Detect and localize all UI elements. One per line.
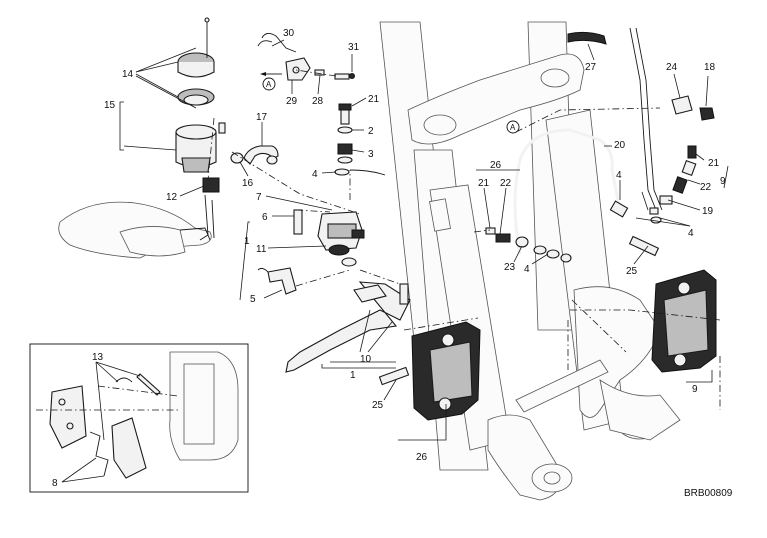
- label-26-bottom: 26: [416, 452, 428, 463]
- label-5: 5: [250, 294, 256, 305]
- label-1-bottom: 1: [350, 370, 356, 381]
- label-8: 8: [52, 478, 58, 489]
- label-15: 15: [104, 100, 116, 111]
- label-29: 29: [286, 96, 298, 107]
- label-25-left: 25: [372, 400, 384, 411]
- label-18: 18: [704, 62, 716, 73]
- label-2: 2: [368, 126, 374, 137]
- label-16: 16: [242, 178, 254, 189]
- label-4-fork: 4: [524, 264, 530, 275]
- label-27: 27: [585, 62, 597, 73]
- label-22-mid: 22: [500, 178, 512, 189]
- right-hose-fittings: [629, 27, 715, 224]
- label-25-right: 25: [626, 266, 638, 277]
- label-20: 20: [614, 140, 626, 151]
- leader-lines: [61, 39, 729, 483]
- heat-shrink-tube: [567, 31, 607, 45]
- label-31: 31: [348, 42, 360, 53]
- brake-pad-inset: [29, 343, 249, 493]
- label-23: 23: [504, 262, 516, 273]
- label-1-left: 1: [244, 236, 250, 247]
- label-26-top: 26: [490, 160, 502, 171]
- front-fork-ghost: [379, 21, 681, 501]
- label-4-mc: 4: [312, 169, 318, 180]
- label-12: 12: [166, 192, 178, 203]
- label-17: 17: [256, 112, 268, 123]
- label-6: 6: [262, 212, 268, 223]
- label-21-top: 21: [368, 94, 380, 105]
- label-19: 19: [702, 206, 714, 217]
- brake-light-switch: [257, 33, 355, 91]
- master-cylinder: [257, 103, 411, 373]
- fender-ghost: [58, 201, 212, 259]
- label-9-top: 9: [720, 176, 726, 187]
- left-brake-caliper: [378, 321, 481, 421]
- label-30: 30: [283, 28, 295, 39]
- brake-hose: [513, 128, 629, 255]
- label-13: 13: [92, 352, 104, 363]
- label-21-mid: 21: [478, 178, 490, 189]
- label-28: 28: [312, 96, 324, 107]
- marker-a-switch: A: [266, 80, 272, 89]
- label-7: 7: [256, 192, 262, 203]
- brake-fluid-reservoir: [175, 17, 279, 241]
- caliper-fittings: [485, 227, 572, 263]
- assembly-guidelines: [207, 69, 721, 410]
- drawing-reference: BRB00809: [684, 488, 733, 499]
- right-brake-caliper: [628, 235, 717, 373]
- label-4-hose: 4: [616, 170, 622, 181]
- label-11: 11: [256, 244, 267, 255]
- part-labels: 30 31 29 28 21 2 3 4 14 15 12 16 17 7 6 …: [52, 28, 733, 499]
- label-21-right: 21: [708, 158, 720, 169]
- label-24: 24: [666, 62, 678, 73]
- label-14: 14: [122, 69, 134, 80]
- label-4-right: 4: [688, 228, 694, 239]
- label-3: 3: [368, 149, 374, 160]
- label-22-right: 22: [700, 182, 712, 193]
- label-9-bottom: 9: [692, 384, 698, 395]
- marker-a-fork: A: [510, 123, 516, 132]
- label-10: 10: [360, 354, 372, 365]
